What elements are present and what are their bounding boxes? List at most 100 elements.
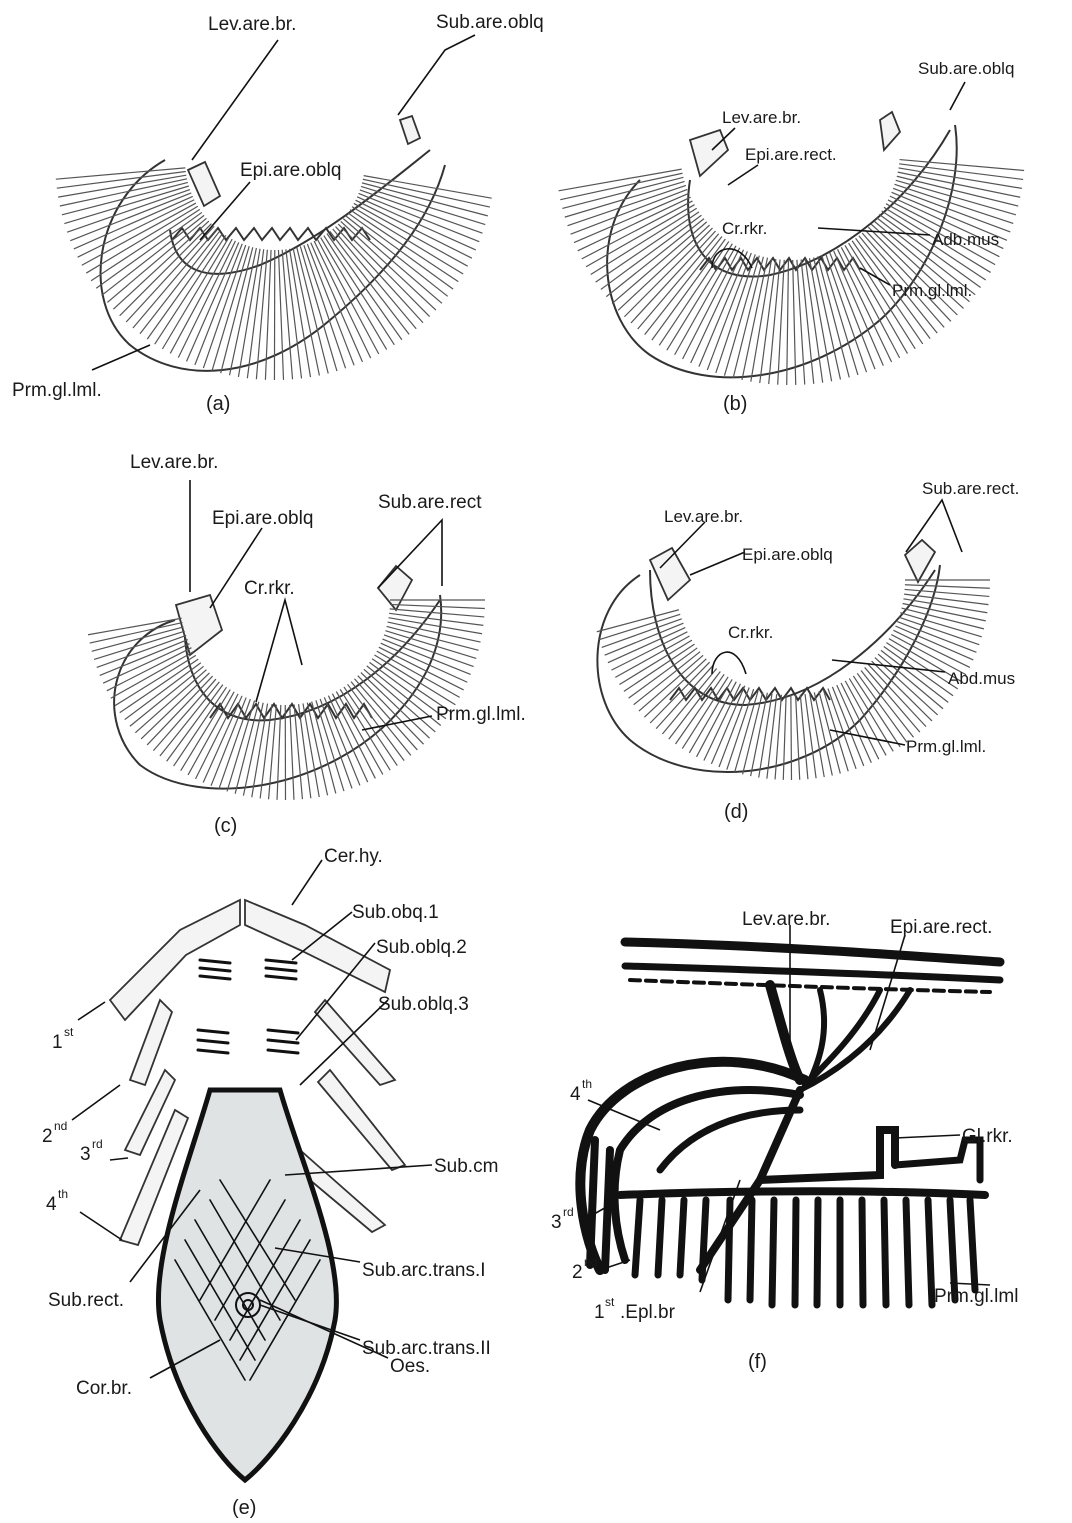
gill-filament [130,666,204,726]
label-f-3rd: 3 [551,1212,562,1233]
gill-filament [282,250,292,380]
gill-arch-a [56,116,492,380]
label-a-epi: Epi.are.oblq [240,160,341,181]
caption-e: (e) [232,1497,256,1519]
panel-b: Sub.are.oblq Lev.are.br. Epi.are.rect. C… [559,59,1025,415]
label-e-subcm: Sub.cm [434,1156,498,1177]
gill-filament [100,640,188,676]
leader-a-prm [92,345,150,370]
caption-a: (a) [206,393,230,415]
label-e-cer: Cer.hy. [324,846,383,867]
gill-filament [362,183,488,216]
label-a-sub: Sub.are.oblq [436,12,544,33]
gill-filament [135,670,206,733]
label-e-trans1: Sub.arc.trans.I [362,1260,486,1281]
gill-filament [294,705,302,800]
gill-filament [167,685,223,762]
gill-filament [775,695,781,780]
leader-d-lev [660,522,705,568]
leader-e-3rd [110,1158,128,1160]
gill-filament [597,610,679,632]
gill-filament [290,249,311,377]
label-b-sub: Sub.are.oblq [918,59,1014,78]
leader-e-cer [292,860,322,905]
label-c-prm: Prm.gl.lml. [436,704,526,725]
label-e-3rd: 3 [80,1144,91,1165]
label-c-epi: Epi.are.oblq [212,508,313,529]
gill-filament [602,619,682,648]
label-b-epi: Epi.are.rect. [745,145,837,164]
gill-filament [905,585,990,588]
panel-d: Sub.are.rect. Lev.are.br. Epi.are.oblq C… [597,479,1020,823]
panel-f: Lev.are.br. Epi.are.rect. 4 th Gl.rkr. 3… [551,909,1018,1373]
gill-filament [897,622,976,653]
caption-d: (d) [724,801,748,823]
gill-filament [125,663,201,720]
gill-filament [571,189,688,234]
gill-filament [793,260,796,385]
gill-filament [290,705,294,800]
panel-e: Cer.hy. Sub.obq.1 Sub.oblq.2 Sub.oblq.3 … [42,846,498,1519]
gill-filament [140,231,220,334]
gill-filament [796,695,800,780]
gill-filament [879,214,980,287]
leader-a-lev [192,40,278,160]
gill-filament [560,173,682,199]
label-e-3rd-sup: rd [92,1137,103,1151]
gill-filament [760,259,776,383]
label-e-2nd-sup: nd [54,1119,67,1133]
label-f-2nd-sup: nd [584,1255,597,1269]
gill-filament [582,201,693,259]
label-d-lev: Lev.are.br. [664,507,743,526]
label-b-cr: Cr.rkr. [722,219,767,238]
label-d-epi: Epi.are.oblq [742,545,833,564]
gill-arch-c [88,566,485,800]
panel-c: Lev.are.br. Epi.are.oblq Sub.are.rect Cr… [88,452,526,837]
gill-filament [354,679,417,750]
gill-filament [62,182,188,214]
label-b-adb: Adb.mus [932,230,999,249]
label-e-cor: Cor.br. [76,1378,132,1399]
leader-f-gl [895,1135,960,1138]
label-e-1st: 1 [52,1032,63,1053]
label-e-subrect: Sub.rect. [48,1290,124,1311]
gill-filament [102,215,204,295]
label-c-lev: Lev.are.br. [130,452,218,473]
gill-filament [830,253,875,370]
label-c-cr: Cr.rkr. [244,578,295,599]
gill-filament [900,160,1025,171]
label-d-cr: Cr.rkr. [728,623,773,642]
leader-c-cr [256,600,302,702]
label-f-2nd: 2 [572,1262,583,1283]
label-a-prm: Prm.gl.lml. [12,380,102,401]
label-f-3rd-sup: rd [563,1205,574,1219]
label-e-4th: 4 [46,1194,57,1215]
gill-filament [299,704,311,798]
gill-filament [791,695,792,780]
gill-filament [58,175,186,197]
gill-filament [153,679,216,751]
label-e-sub1: Sub.obq.1 [352,902,439,923]
label-f-prm: Prm.gl.lml [934,1286,1018,1307]
label-f-4th: 4 [570,1084,581,1105]
gill-filament [814,257,841,379]
gill-filament [832,687,863,766]
gill-filament [357,197,476,250]
label-f-gl: Gl.rkr. [962,1126,1013,1147]
gill-filament [667,244,732,350]
gill-filament [160,682,219,756]
gill-filament [896,180,1016,214]
label-f-lev: Lev.are.br. [742,909,830,930]
label-d-sub: Sub.are.rect. [922,479,1019,498]
caption-c: (c) [214,815,237,837]
gill-filament [707,253,751,370]
gill-filament [94,631,185,659]
label-f-epi: Epi.are.rect. [890,917,992,938]
gill-filament [278,250,283,380]
label-e-oes: Oes. [390,1356,430,1377]
leader-e-2nd [72,1085,120,1120]
label-e-4th-sup: th [58,1187,68,1201]
gill-filament [591,208,697,274]
gill-filament [727,689,754,770]
